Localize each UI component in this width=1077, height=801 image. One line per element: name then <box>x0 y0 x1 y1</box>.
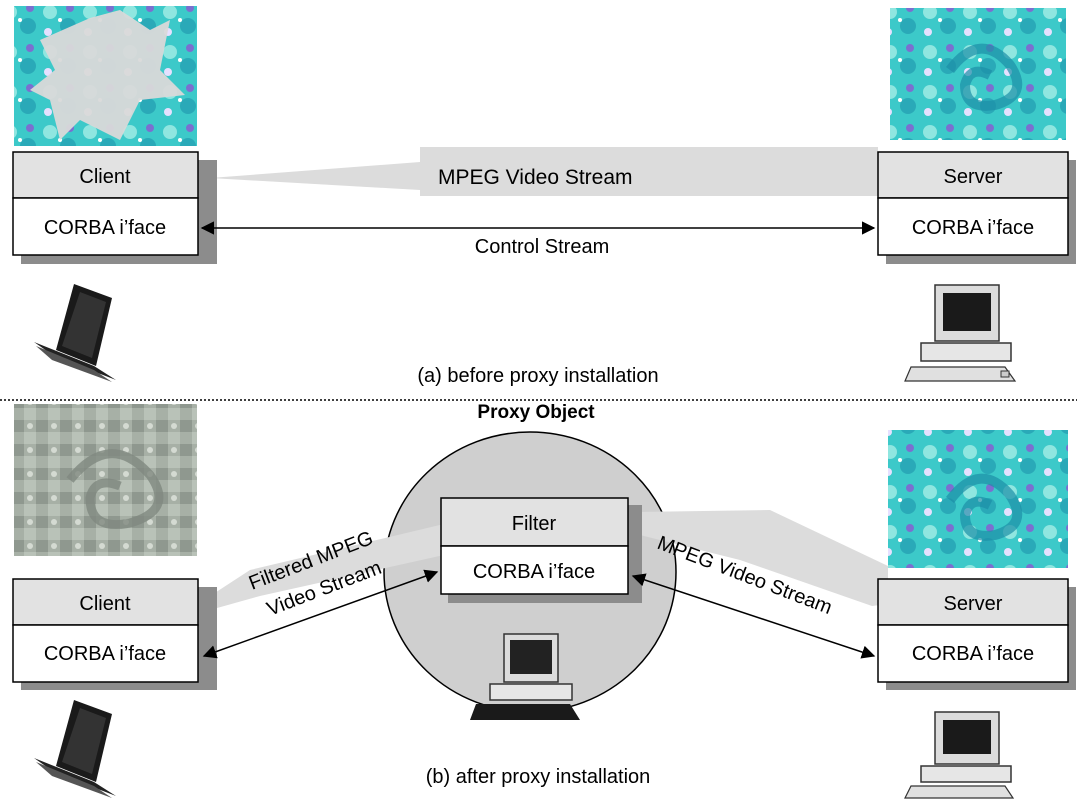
panel-a: MPEG Video Stream Client CORBA i’face Se… <box>12 6 1076 387</box>
control-arrow-client-proxy <box>202 569 439 659</box>
server-label-b: Server <box>944 593 1003 615</box>
laptop-icon <box>34 284 116 382</box>
panel-b: Proxy Object Filter CORBA i’face Client … <box>12 402 1076 799</box>
server-node-b: Server CORBA i’face <box>877 578 1076 690</box>
server-label-a: Server <box>944 166 1003 188</box>
control-stream-label-a: Control Stream <box>475 236 610 258</box>
proxy-object-title: Proxy Object <box>477 402 595 423</box>
client-label-a: Client <box>79 166 131 188</box>
desktop-computer-icon <box>904 711 1015 799</box>
server-node-a: Server CORBA i’face <box>877 151 1076 264</box>
server-video-frame-b <box>888 430 1068 568</box>
client-iface-b: CORBA i’face <box>44 643 166 665</box>
server-iface-b: CORBA i’face <box>912 643 1034 665</box>
filter-iface: CORBA i’face <box>473 561 595 583</box>
filter-node: Filter CORBA i’face <box>440 497 642 603</box>
server-video-frame-a <box>890 8 1066 140</box>
client-node-b: Client CORBA i’face <box>12 578 217 690</box>
desktop-computer-icon <box>904 284 1017 382</box>
filter-label: Filter <box>512 513 557 535</box>
desktop-computer-icon <box>470 633 580 720</box>
client-video-frame-b <box>14 404 197 556</box>
video-stream-label-a: MPEG Video Stream <box>438 166 633 189</box>
server-iface-a: CORBA i’face <box>912 217 1034 239</box>
client-node-a: Client CORBA i’face <box>12 151 217 264</box>
client-label-b: Client <box>79 593 131 615</box>
client-video-frame-a <box>14 6 197 146</box>
caption-a: (a) before proxy installation <box>417 365 658 387</box>
laptop-icon <box>34 700 116 798</box>
control-arrow-proxy-server <box>631 573 876 659</box>
caption-b: (b) after proxy installation <box>426 766 651 788</box>
video-stream-arrow-a <box>210 147 878 196</box>
client-iface-a: CORBA i’face <box>44 217 166 239</box>
